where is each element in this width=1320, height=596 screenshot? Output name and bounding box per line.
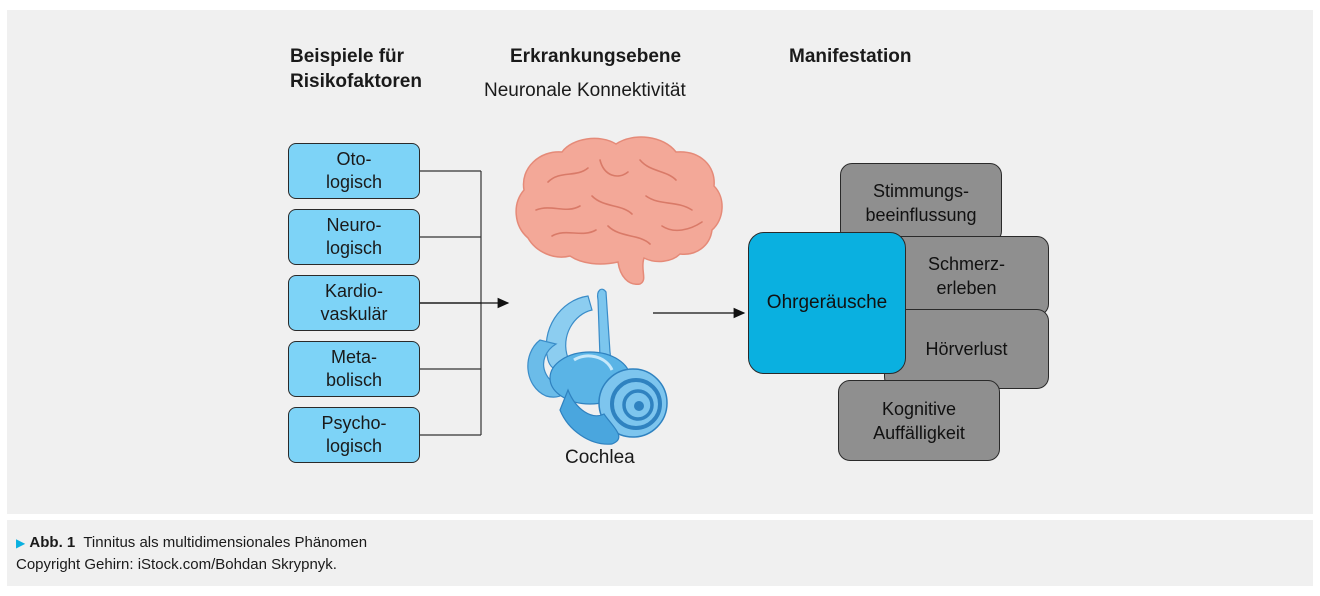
risk-factor-metabolic: Meta- bolisch [288,341,420,397]
manifestation-tinnitus-center: Ohrgeräusche [748,232,906,374]
header-manifestation: Manifestation [789,46,912,67]
risk-factor-cardiovascular: Kardio- vaskulär [288,275,420,331]
cochlea-icon [527,288,668,445]
caption-panel [7,520,1313,586]
manifestation-hearing-loss: Hörverlust [884,309,1049,389]
figure-caption: ▶ Abb. 1 Tinnitus als multidimensionales… [16,533,367,553]
caption-label: Abb. 1 [29,534,76,551]
risk-factor-psychologic: Psycho- logisch [288,407,420,463]
header-risk-factors: Beispiele für Risikofaktoren [290,46,422,92]
manifestation-mood: Stimmungs- beeinflussung [840,163,1002,243]
caption-text: Tinnitus als multidimensionales Phänomen [83,534,368,551]
triangle-icon: ▶ [16,536,26,550]
subheader-neuronal-connectivity: Neuronale Konnektivität [484,80,686,101]
brain-icon [515,136,723,285]
risk-factor-neurologic: Neuro- logisch [288,209,420,265]
manifestation-cognitive: Kognitive Auffälligkeit [838,380,1000,461]
manifestation-pain: Schmerz- erleben [884,236,1049,316]
header-disease-level: Erkrankungsebene [510,46,682,67]
risk-factor-otologic: Oto- logisch [288,143,420,199]
cochlea-label: Cochlea [565,447,635,468]
caption-copyright: Copyright Gehirn: iStock.com/Bohdan Skry… [16,556,337,573]
